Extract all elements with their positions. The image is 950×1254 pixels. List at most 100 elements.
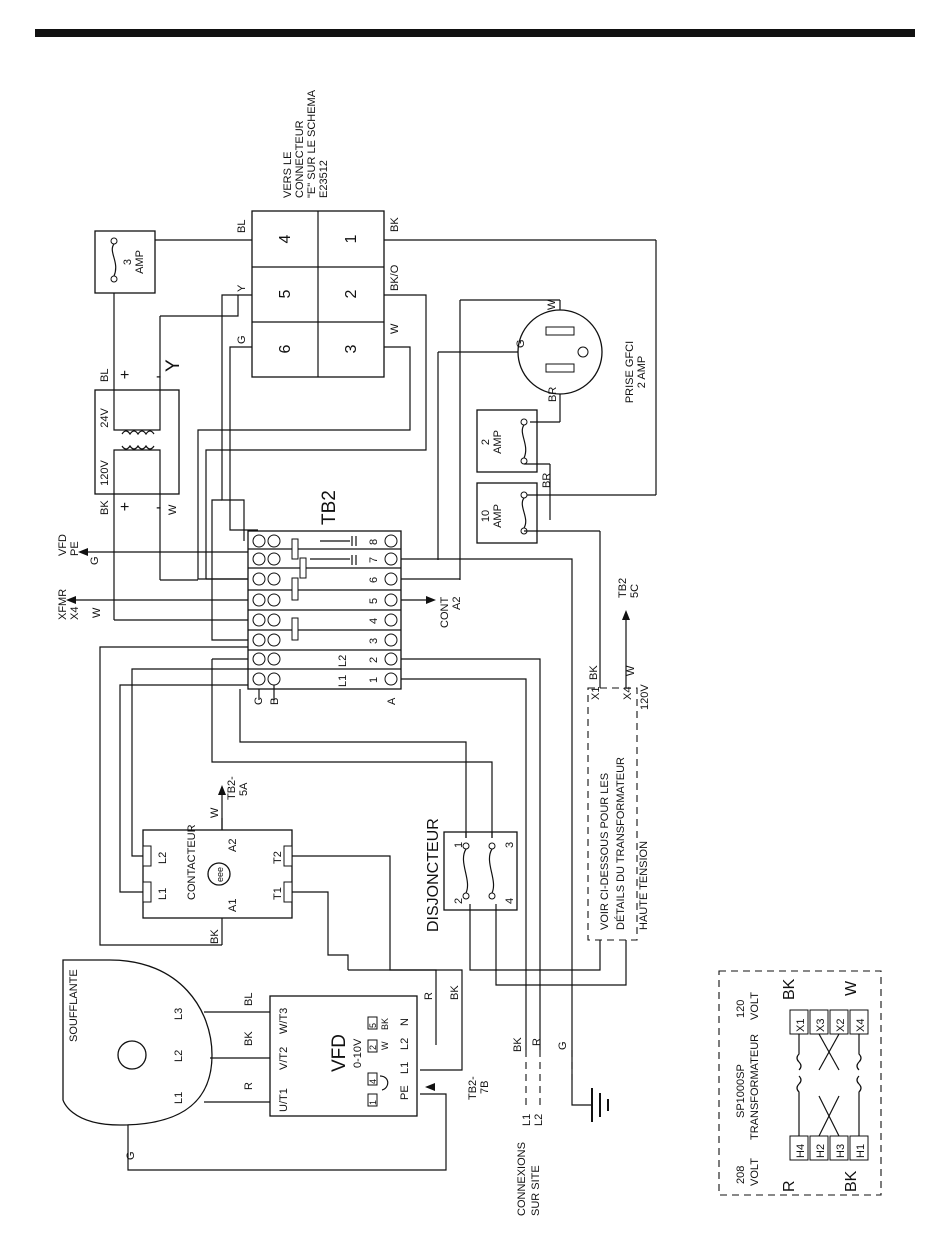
conn-wire-bk: BK <box>389 217 401 232</box>
vfd-box-2: 2 <box>368 1045 378 1050</box>
vfd-label: VFD <box>329 1034 350 1072</box>
tb2-num-8: 8 <box>368 539 380 545</box>
connector-pin-1: 1 <box>343 234 360 243</box>
gfci-label-1: PRISE GFCI <box>624 341 636 403</box>
arrow-tb2-7b <box>425 1083 435 1091</box>
hv-120v: 120V <box>639 684 651 710</box>
tb2-num-5: 5 <box>368 598 380 604</box>
conn-wire-bko: BK/O <box>389 264 401 291</box>
vfd-wire-bk: BK <box>243 1031 255 1046</box>
disj-num-2: 2 <box>453 898 465 904</box>
contactor-a2: A2 <box>227 839 239 852</box>
sp-h3: H3 <box>835 1144 847 1158</box>
hv-w: W <box>625 665 637 676</box>
arrow-tb2-5a <box>218 785 226 795</box>
connector-pin-4: 4 <box>277 234 294 243</box>
hv-x1: X1 <box>590 687 602 700</box>
contactor-w: W <box>209 807 221 818</box>
sp-bk-right: BK <box>781 978 798 1000</box>
vfd-pe: PE <box>399 1085 411 1100</box>
connector-pin-6: 6 <box>277 344 294 353</box>
hv-x4: X4 <box>622 687 634 700</box>
sp-208: 208 <box>735 1166 747 1184</box>
note-line-1: VERS LE <box>282 152 294 198</box>
xfmr-wire-w: W <box>167 504 179 515</box>
tb2-l1: L1 <box>337 675 349 687</box>
conn-wire-w: W <box>389 323 401 334</box>
tb2-num-6: 6 <box>368 577 380 583</box>
vfd-drive <box>269 995 418 1117</box>
ref-xfmr: XFMR <box>57 589 69 620</box>
hv-line-3: HAUTE TENSION <box>638 841 650 930</box>
vfd-range: 0-10V <box>352 1038 364 1068</box>
vfd-v-t2: V/T2 <box>278 1047 290 1070</box>
ref-tb2: TB2 <box>617 578 629 598</box>
disjoncteur <box>443 831 518 911</box>
gfci-wire-w: W <box>546 299 558 310</box>
gfci-wire-br: BR <box>547 387 559 402</box>
hv-line-2: DÉTAILS DU TRANSFORMATEUR <box>614 757 627 930</box>
tb2-num-3: 3 <box>368 638 380 644</box>
vfd-top-bk: BK <box>449 985 461 1000</box>
fuse-2amp-value: 2 <box>480 439 492 445</box>
contactor-t2: T2 <box>272 851 284 864</box>
site-wire-g: G <box>557 1041 569 1050</box>
connector-pin-3: 3 <box>343 344 360 353</box>
arrow-vfd-pe <box>78 548 88 556</box>
tb2-num-1: 1 <box>368 677 380 683</box>
connector-pin-2: 2 <box>343 289 360 298</box>
sp-x2: X2 <box>835 1019 847 1032</box>
contactor-t1: T1 <box>272 887 284 900</box>
tb2-l2: L2 <box>337 655 349 667</box>
contactor-bk: BK <box>209 929 221 944</box>
ref-5c: 5C <box>629 584 641 598</box>
xfmr-minus-top: - <box>156 368 161 385</box>
vfd-u-t1: U/T1 <box>278 1088 290 1112</box>
fuse-10amp-unit: AMP <box>492 504 504 528</box>
ref-tb2-7b-1: TB2- <box>467 1076 479 1100</box>
contactor-a1: A1 <box>227 899 239 912</box>
soufflante-blower <box>62 959 447 1171</box>
disj-num-3: 3 <box>504 842 516 848</box>
vfd-box-4: 4 <box>368 1079 378 1084</box>
sp-h4: H4 <box>795 1144 807 1158</box>
vfd-top-r: R <box>423 992 435 1000</box>
soufflante-l2: L2 <box>173 1050 185 1062</box>
fuse-2amp-unit: AMP <box>492 430 504 454</box>
xfmr-plus-bottom: + <box>120 499 129 516</box>
ref-tb2-5a-1: TB2- <box>226 776 238 800</box>
xfmr-minus-bottom: - <box>156 499 161 516</box>
vfd-n: N <box>399 1018 411 1026</box>
fuse-10amp: 10 AMP <box>384 239 657 688</box>
high-voltage-box <box>587 687 638 941</box>
sp-h1: H1 <box>855 1144 867 1158</box>
tb2-label-b: B <box>269 698 281 705</box>
tb2-label-c: C <box>253 697 265 705</box>
note-line-4: E23512 <box>318 160 330 198</box>
gfci-wire-g: G <box>515 339 527 348</box>
conn-wire-y: Y <box>236 284 248 292</box>
soufflante-label: SOUFFLANTE <box>68 969 80 1042</box>
site-wire-bk: BK <box>512 1037 524 1052</box>
site-connections <box>525 1050 609 1122</box>
sp-h2: H2 <box>815 1144 827 1158</box>
connector-block: 4 5 6 1 2 3 <box>251 210 385 378</box>
transformer-24v: 24V 120V <box>94 293 180 620</box>
ref-x4: X4 <box>69 607 81 620</box>
vfd-wire-bl: BL <box>243 993 255 1006</box>
sp-120: 120 <box>735 1000 747 1018</box>
vfd-l2: L2 <box>399 1038 411 1050</box>
fuse-br-lower: BR <box>541 473 553 488</box>
sp-x4: X4 <box>855 1019 867 1032</box>
vfd-box-bk: BK <box>380 1018 390 1030</box>
gfci-label-2: 2 AMP <box>636 356 648 388</box>
hv-bk: BK <box>588 665 600 680</box>
xfmr-plus-top: + <box>120 367 129 384</box>
soufflante-l1: L1 <box>173 1092 185 1104</box>
gfci-receptacle <box>437 299 603 580</box>
conn-wire-bl: BL <box>236 220 248 233</box>
tb2-num-2: 2 <box>368 657 380 663</box>
vfd-wire-r: R <box>243 1082 255 1090</box>
contactor-label: CONTACTEUR <box>186 824 198 900</box>
arrow-tb2-5c <box>622 610 630 620</box>
